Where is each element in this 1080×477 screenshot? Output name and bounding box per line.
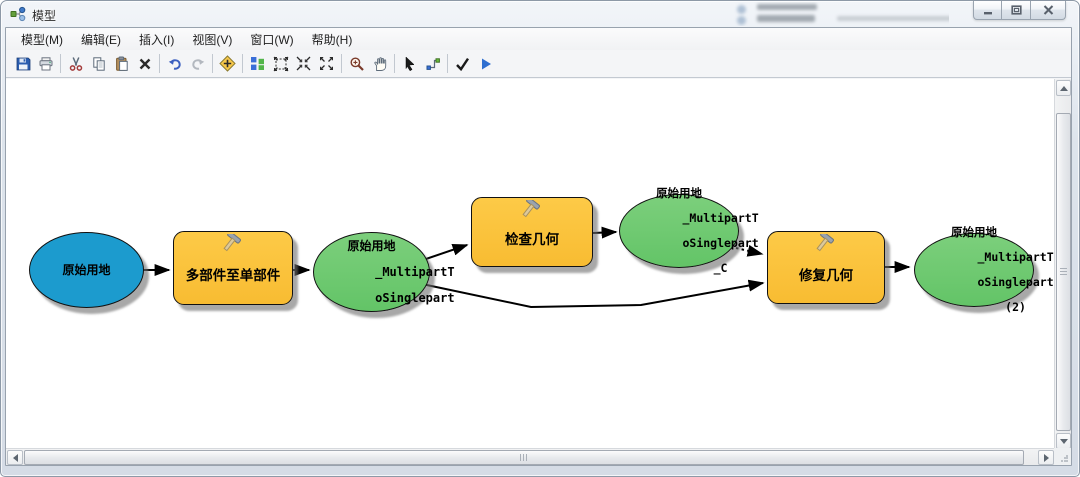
connect-button[interactable] (421, 53, 444, 75)
select-icon (405, 55, 415, 71)
resize-grip[interactable] (1054, 448, 1071, 465)
fit-to-window-icon (273, 56, 288, 71)
save-button[interactable] (11, 53, 34, 75)
horizontal-scroll-thumb[interactable] (24, 450, 1024, 465)
restore-button[interactable] (1002, 1, 1031, 20)
paste-button[interactable] (110, 53, 133, 75)
fixed-zoom-in-icon (296, 56, 311, 71)
scroll-left-button[interactable] (7, 450, 23, 465)
copy-button[interactable] (87, 53, 110, 75)
run-icon (481, 58, 491, 69)
toolbar-separator (341, 54, 342, 73)
redo-button[interactable] (186, 53, 209, 75)
node-label: 多部件至单部件 (185, 268, 281, 283)
menu-model[interactable]: 模型(M) (21, 32, 63, 47)
node-label: 修复几何 (799, 267, 853, 283)
node-output-multiparttosinglepart-c[interactable]: 原始用地 _MultipartT oSinglepart _C (619, 187, 759, 275)
toolbar-separator (447, 54, 448, 73)
scroll-right-button[interactable] (1038, 450, 1054, 465)
scroll-right-icon (1043, 453, 1049, 462)
delete-button[interactable] (133, 53, 156, 75)
connector-n3-n4 (419, 243, 469, 262)
minimize-button[interactable] (973, 1, 1002, 20)
modelbuilder-icon (10, 6, 26, 22)
delete-icon (139, 58, 150, 69)
zoom-button[interactable] (345, 53, 368, 75)
undo-icon (168, 58, 181, 70)
fixed-zoom-out-button[interactable] (315, 53, 338, 75)
menu-view[interactable]: 视图(V) (192, 32, 233, 47)
background-glass-artifacts (719, 2, 949, 26)
select-button[interactable] (398, 53, 421, 75)
node-label: 原始用地 (62, 262, 111, 277)
cut-icon (69, 56, 82, 71)
run-button[interactable] (474, 53, 497, 75)
print-button[interactable] (34, 53, 57, 75)
hammer-icon (816, 234, 834, 252)
node-tool-repair-geometry[interactable]: 修复几何 (767, 231, 885, 304)
pan-icon (373, 56, 386, 71)
pan-button[interactable] (368, 53, 391, 75)
node-label: 检查几何 (505, 232, 559, 247)
redo-icon (191, 58, 204, 70)
validate-icon (456, 57, 470, 71)
toolbar-separator (60, 54, 61, 73)
save-icon (16, 57, 30, 70)
menu-window[interactable]: 窗口(W) (250, 32, 294, 47)
toolbar-separator (394, 54, 395, 73)
connect-icon (426, 57, 440, 70)
scroll-up-button[interactable] (1056, 80, 1071, 96)
window-title: 模型 (32, 9, 57, 23)
node-input-data[interactable]: 原始用地 (29, 232, 144, 308)
undo-button[interactable] (163, 53, 186, 75)
scroll-down-button[interactable] (1056, 433, 1071, 449)
model-client-area: 原始用地 多部件至单部件 原始用地 _MultipartT (6, 79, 1071, 465)
window-controls (973, 1, 1066, 20)
auto-layout-icon (251, 57, 264, 70)
window-client-panel: 模型(M) 编辑(E) 插入(I) 视图(V) 窗口(W) 帮助(H) (5, 27, 1072, 466)
minimize-icon (983, 11, 992, 14)
auto-layout-button[interactable] (246, 53, 269, 75)
fit-to-window-button[interactable] (269, 53, 292, 75)
node-tool-check-geometry[interactable]: 检查几何 (471, 197, 593, 267)
menu-help[interactable]: 帮助(H) (311, 32, 353, 47)
scroll-down-icon (1059, 438, 1068, 444)
vertical-scroll-thumb[interactable] (1056, 113, 1071, 431)
validate-button[interactable] (451, 53, 474, 75)
menu-edit[interactable]: 编辑(E) (81, 32, 121, 47)
add-data-button[interactable] (216, 53, 239, 75)
print-icon (39, 56, 52, 70)
cut-button[interactable] (64, 53, 87, 75)
menubar: 模型(M) 编辑(E) 插入(I) 视图(V) 窗口(W) 帮助(H) (6, 28, 1071, 50)
connector-n3-n6 (421, 279, 765, 309)
toolbar-separator (159, 54, 160, 73)
fixed-zoom-in-button[interactable] (292, 53, 315, 75)
hammer-icon (223, 234, 241, 252)
scroll-up-icon (1059, 85, 1068, 91)
fixed-zoom-out-icon (320, 57, 333, 70)
close-button[interactable] (1031, 1, 1066, 20)
node-output-multiparttosinglepart[interactable]: 原始用地 _MultipartT oSinglepart (313, 232, 455, 312)
connector-n5-n6-dotted (735, 244, 764, 257)
titlebar[interactable]: 模型 (1, 1, 1079, 27)
scroll-left-icon (12, 453, 18, 462)
horizontal-scrollbar[interactable] (6, 448, 1055, 465)
close-icon (1043, 5, 1053, 15)
paste-icon (115, 56, 128, 71)
toolbar-separator (242, 54, 243, 73)
vertical-scrollbar[interactable] (1054, 79, 1071, 450)
connector-n4-n5 (592, 226, 618, 239)
toolbar (6, 50, 1071, 78)
zoom-icon (350, 57, 364, 71)
connector-overlay (142, 226, 911, 309)
copy-icon (92, 56, 105, 71)
add-data-icon (219, 55, 236, 72)
node-tool-multipart-to-singlepart[interactable]: 多部件至单部件 (173, 231, 293, 305)
menu-insert[interactable]: 插入(I) (139, 32, 175, 47)
restore-icon (1010, 5, 1022, 15)
toolbar-separator (212, 54, 213, 73)
model-canvas[interactable]: 原始用地 多部件至单部件 原始用地 _MultipartT (6, 79, 1055, 450)
hammer-icon (522, 200, 540, 218)
node-output-multiparttosinglepart-2[interactable]: 原始用地 _MultipartT oSinglepart (2) (914, 226, 1054, 314)
